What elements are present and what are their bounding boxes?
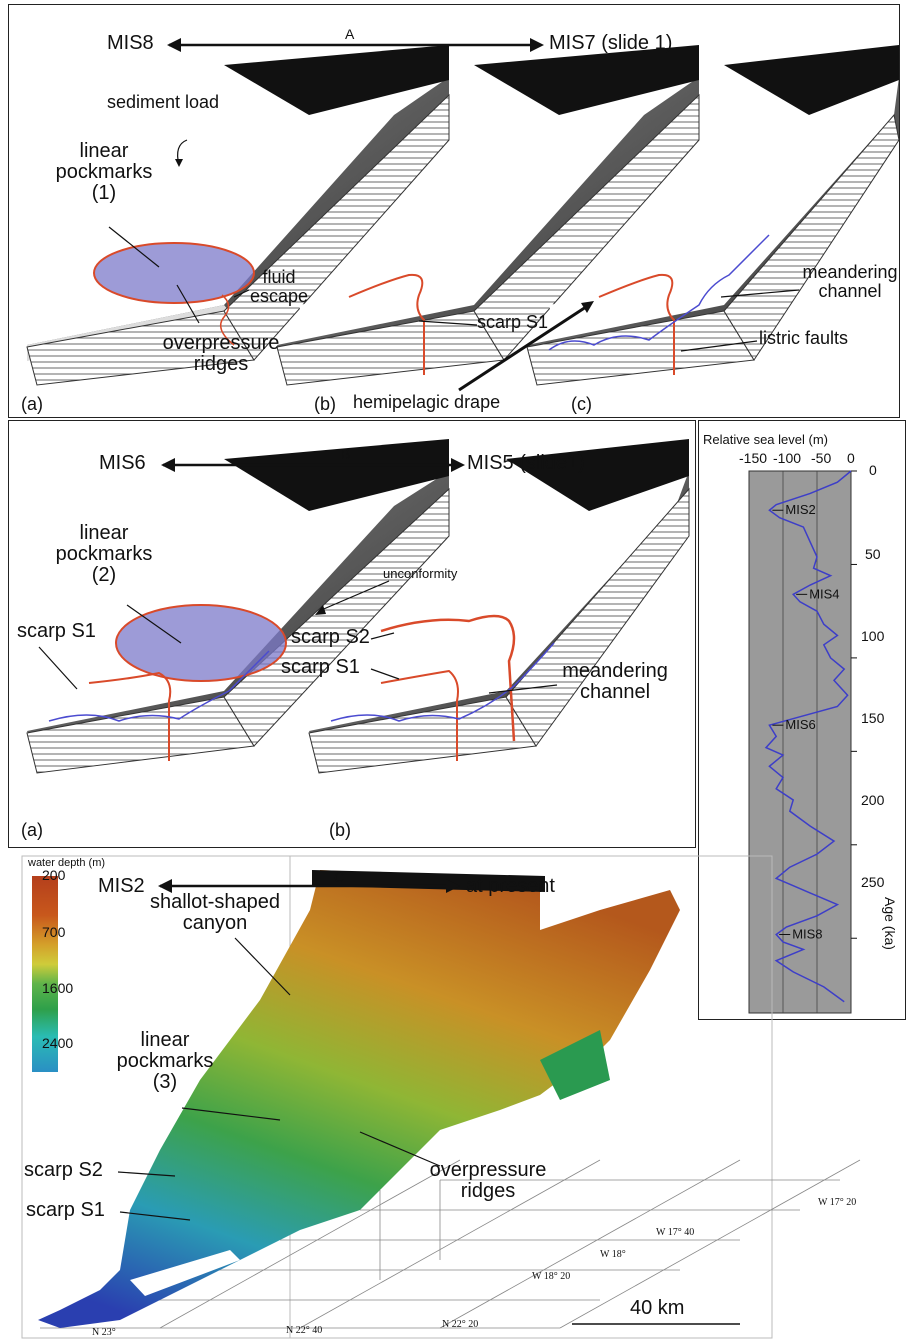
hemipelagic-drape-label: hemipelagic drape	[353, 392, 501, 412]
panel-c-map	[21, 855, 861, 1339]
panel-b-sub-b: (b)	[329, 820, 351, 840]
sea-level-line-0	[764, 470, 852, 1003]
panel-c-left-label: MIS2	[98, 875, 145, 897]
meandering-channel-a-label: meandering channel	[802, 262, 898, 301]
overpressure-ridges-c-label: overpressure ridges	[429, 1159, 547, 1202]
y-tick-0: 0	[869, 462, 877, 478]
x-tick-0: -150	[739, 450, 768, 466]
x-tick-2: -50	[811, 450, 832, 466]
y-tick-5: 250	[861, 874, 885, 890]
panel-a-letter: A	[345, 26, 355, 42]
panel-a-blocks	[26, 38, 900, 392]
fluid-escape-label: fluid escape	[249, 267, 309, 306]
annotation-mis8: MIS8	[792, 927, 822, 942]
coord-w18: W 18°	[600, 1249, 626, 1260]
legend-label-1: 700	[42, 924, 66, 940]
panel-a-sub-c: (c)	[571, 394, 592, 414]
coord-n23: N 23°	[92, 1327, 116, 1338]
coord-w1720: W 17° 20	[818, 1197, 857, 1208]
panel-b-right-label: MIS5 (slide1)	[467, 452, 585, 474]
panel-a-right-label: MIS7 (slide 1)	[549, 32, 673, 54]
panel-b-letter: B	[341, 446, 351, 462]
scale-bar-label: 40 km	[630, 1297, 685, 1319]
panel-b-blocks	[26, 439, 690, 774]
legend-title: water depth (m)	[28, 857, 106, 869]
y-tick-1: 50	[865, 546, 881, 562]
meandering-channel-b-label: meandering channel	[562, 660, 668, 703]
panel-c-letter: C	[334, 869, 345, 885]
coord-n2240: N 22° 40	[286, 1325, 323, 1336]
depth-legend: water depth (m) 200 700 1600 2400	[28, 857, 105, 1078]
listric-faults-label: listric faults	[759, 328, 849, 348]
sea-level-panel: Relative sea level (m) -150 -100 -50 0 M…	[698, 420, 906, 1020]
scarp-s1-a-label: scarp S1	[477, 312, 549, 332]
unconformity-label: unconformity	[383, 566, 458, 581]
panel-a-sub-b: (b)	[314, 394, 336, 414]
legend-label-2: 1600	[42, 980, 74, 996]
panel-b-sub-a: (a)	[21, 820, 43, 840]
panel-a-left-label: MIS8	[107, 32, 154, 54]
coord-w1820: W 18° 20	[532, 1271, 571, 1282]
scarp-s1-b-right-label: scarp S1	[281, 656, 360, 678]
block-a2	[26, 439, 450, 774]
block-c1	[526, 45, 900, 386]
scarp-s1-c-label: scarp S1	[26, 1199, 105, 1221]
legend-label-0: 200	[42, 867, 66, 883]
block-b2	[308, 439, 690, 774]
panel-b-left-label: MIS6	[99, 452, 146, 474]
sediment-load-label: sediment load	[107, 92, 220, 112]
y-tick-2: 100	[861, 628, 885, 644]
panel-c-right-label: at present	[466, 875, 555, 897]
linear-pockmarks-1-label: linear pockmarks (1)	[55, 140, 153, 204]
y-tick-4: 200	[861, 792, 885, 808]
scarp-s2-c-label: scarp S2	[24, 1159, 103, 1181]
bathymetry-surface	[38, 870, 680, 1328]
legend-label-3: 2400	[42, 1035, 74, 1051]
overpressure-ridges-a-label: overpressure ridges	[162, 332, 280, 375]
sea-level-title: Relative sea level (m)	[703, 432, 828, 447]
perspective-grid	[40, 1159, 861, 1329]
block-b1	[276, 45, 700, 386]
coord-n2220: N 22° 20	[442, 1319, 479, 1330]
panel-c: MIS2 C at present water depth (m) 200 70…	[0, 850, 906, 1344]
block-a1	[26, 45, 450, 386]
coord-w1740: W 17° 40	[656, 1227, 695, 1238]
annotation-mis2: MIS2	[785, 502, 815, 517]
linear-pockmarks-3-label: linear pockmarks (3)	[116, 1029, 214, 1093]
linear-pockmarks-2-label: linear pockmarks (2)	[55, 522, 153, 586]
panel-a-sub-a: (a)	[21, 394, 43, 414]
panel-a: MIS8 A MIS7 (slide 1) sediment load line…	[8, 4, 900, 418]
scarp-s2-b-label: scarp S2	[291, 626, 370, 648]
shallot-canyon-label: shallot-shaped canyon	[149, 891, 281, 934]
annotation-mis6: MIS6	[785, 717, 815, 732]
scarp-s1-b-left-label: scarp S1	[17, 620, 96, 642]
panel-b: MIS6 B MIS5 (slide1) linear pockmarks (2…	[8, 420, 696, 848]
x-tick-1: -100	[773, 450, 802, 466]
x-tick-3: 0	[847, 450, 855, 466]
legend-color-bar	[32, 876, 58, 1072]
y-tick-3: 150	[861, 710, 885, 726]
annotation-mis4: MIS4	[809, 586, 839, 601]
